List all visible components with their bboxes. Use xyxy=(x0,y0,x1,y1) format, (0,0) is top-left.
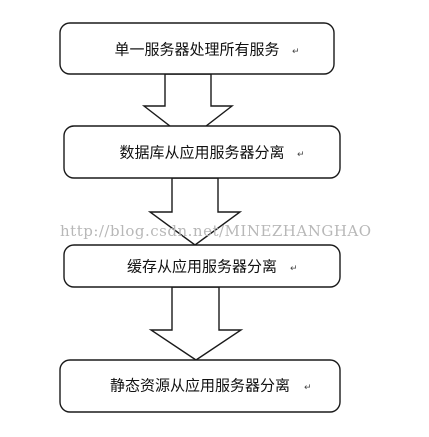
step-box-2: 数据库从应用服务器分离 ↵ xyxy=(63,125,341,179)
step-label-1: 单一服务器处理所有服务 xyxy=(114,41,279,59)
paragraph-mark-1: ↵ xyxy=(292,47,300,57)
step-box-1: 单一服务器处理所有服务 ↵ xyxy=(59,22,335,75)
flow-arrow-2 xyxy=(147,177,243,246)
step-label-4: 静态资源从应用服务器分离 xyxy=(110,377,290,395)
paragraph-mark-2: ↵ xyxy=(297,150,305,160)
step-label-2: 数据库从应用服务器分离 xyxy=(119,144,284,162)
step-box-4: 静态资源从应用服务器分离 ↵ xyxy=(59,359,341,413)
step-label-3: 缓存从应用服务器分离 xyxy=(127,258,277,276)
flow-arrow-1 xyxy=(141,73,235,141)
watermark-text: http://blog.csdn.net/MINEZHANGHAO xyxy=(60,222,372,240)
step-box-3: 缓存从应用服务器分离 ↵ xyxy=(63,244,341,288)
paragraph-mark-3: ↵ xyxy=(290,264,298,274)
paragraph-mark-4: ↵ xyxy=(304,383,312,393)
flow-arrow-3 xyxy=(148,286,244,361)
